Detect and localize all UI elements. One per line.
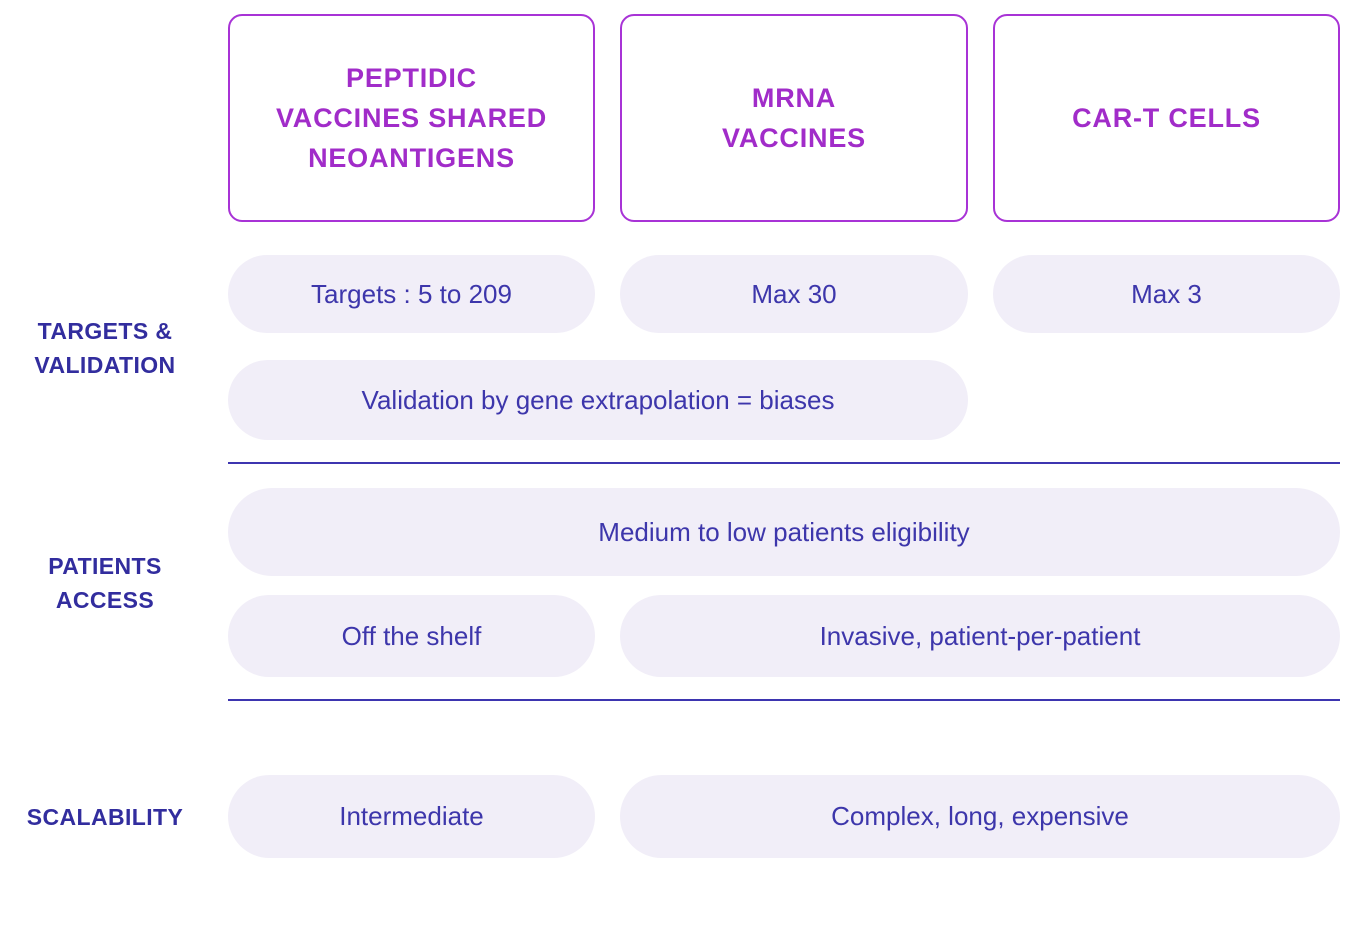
column-header-mrna-vaccines: MRNA VACCINES bbox=[620, 14, 968, 222]
column-header-line: NEOANTIGENS bbox=[308, 143, 515, 173]
column-header-line: PEPTIDIC bbox=[346, 63, 477, 93]
column-header-line: VACCINES SHARED bbox=[275, 103, 548, 133]
cell-targets-mrna: Max 30 bbox=[620, 255, 968, 333]
row-label-line: TARGETS & bbox=[37, 317, 173, 344]
column-header-line: VACCINES bbox=[722, 123, 866, 153]
row-label-scalability: SCALABILITY bbox=[0, 775, 228, 858]
row-label-line: VALIDATION bbox=[34, 351, 176, 378]
column-header-line: MRNA bbox=[751, 83, 837, 113]
cell-scalability-peptidic: Intermediate bbox=[228, 775, 595, 858]
row-label-line: SCALABILITY bbox=[26, 803, 184, 830]
cell-scalability-shared-mrna-cart: Complex, long, expensive bbox=[620, 775, 1340, 858]
row-label-patients-access: PATIENTS ACCESS bbox=[0, 488, 228, 677]
cell-validation-shared-peptidic-mrna: Validation by gene extrapolation = biase… bbox=[228, 360, 968, 440]
comparison-grid: PEPTIDIC VACCINES SHARED NEOANTIGENS MRN… bbox=[0, 14, 1340, 858]
cell-eligibility-all-columns: Medium to low patients eligibility bbox=[228, 488, 1340, 576]
column-header-line: CAR-T CELLS bbox=[1072, 103, 1261, 133]
cell-targets-peptidic: Targets : 5 to 209 bbox=[228, 255, 595, 333]
cell-access-peptidic: Off the shelf bbox=[228, 595, 595, 677]
row-label-line: ACCESS bbox=[55, 586, 155, 613]
row-label-targets-validation: TARGETS & VALIDATION bbox=[0, 255, 228, 440]
section-divider bbox=[228, 699, 1340, 701]
cell-access-shared-mrna-cart: Invasive, patient-per-patient bbox=[620, 595, 1340, 677]
section-divider bbox=[228, 462, 1340, 464]
column-header-car-t-cells: CAR-T CELLS bbox=[993, 14, 1340, 222]
cell-targets-cart: Max 3 bbox=[993, 255, 1340, 333]
column-header-peptidic-vaccines: PEPTIDIC VACCINES SHARED NEOANTIGENS bbox=[228, 14, 595, 222]
row-label-line: PATIENTS bbox=[48, 552, 162, 579]
